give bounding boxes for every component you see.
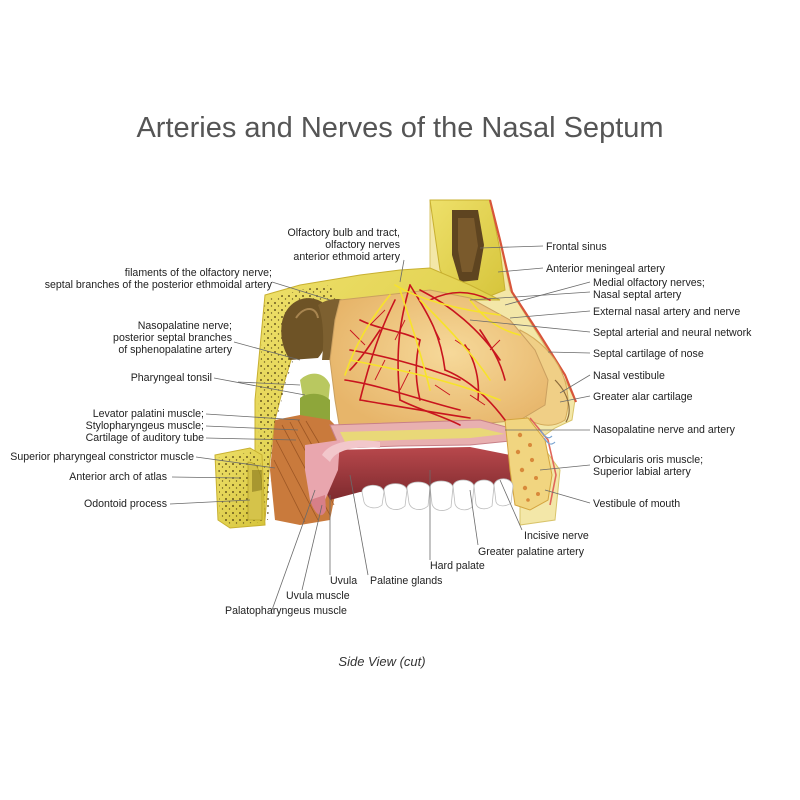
label-nasopalatine-right: Nasopalatine nerve and artery	[593, 424, 736, 436]
label-nasal-septal-artery: Nasal septal artery	[593, 289, 682, 301]
upper-lip	[504, 417, 553, 511]
frontal-sinus-inner	[458, 218, 478, 272]
label-nasopalatine-left-3: of sphenopalatine artery	[118, 344, 232, 356]
uvula-shape	[310, 495, 326, 516]
label-septal-branches-posterior: septal branches of the posterior ethmoid…	[45, 279, 273, 291]
anterior-arch	[252, 470, 262, 492]
label-septal-cartilage: Septal cartilage of nose	[593, 348, 704, 360]
nose-skin-edge	[488, 199, 578, 403]
cranial-bone-texture	[258, 285, 340, 520]
labels-right: Frontal sinus Anterior meningeal artery …	[546, 241, 752, 510]
label-medial-olfactory: Medial olfactory nerves;	[593, 277, 705, 289]
label-anterior-ethmoid: anterior ethmoid artery	[293, 251, 400, 263]
label-hard-palate: Hard palate	[430, 560, 485, 572]
label-stylopharyngeus: Stylopharyngeus muscle;	[86, 420, 204, 432]
label-greater-alar: Greater alar cartilage	[593, 391, 693, 403]
label-olfactory-bulb: Olfactory bulb and tract,	[288, 227, 400, 239]
label-olfactory-nerves: olfactory nerves	[325, 239, 400, 251]
palate-bone	[340, 428, 505, 442]
label-anterior-meningeal: Anterior meningeal artery	[546, 263, 666, 275]
figure-caption: Side View (cut)	[338, 654, 426, 669]
orbicularis-dots	[515, 432, 540, 502]
label-septal-network: Septal arterial and neural network	[593, 327, 752, 339]
label-filaments: filaments of the olfactory nerve;	[125, 267, 272, 279]
leader-lines	[169, 245, 591, 611]
label-superior-constrictor: Superior pharyngeal constrictor muscle	[10, 451, 194, 463]
labels-left-top: Olfactory bulb and tract, olfactory nerv…	[10, 227, 400, 510]
label-uvula-muscle: Uvula muscle	[286, 590, 350, 602]
lip-outer-red	[529, 417, 557, 506]
nasal-vestibule-fold	[554, 379, 570, 423]
airflow-arrows	[539, 429, 556, 445]
label-nasal-vestibule: Nasal vestibule	[593, 370, 665, 382]
septal-arteries	[344, 284, 506, 426]
label-superior-labial: Superior labial artery	[593, 466, 691, 478]
label-external-nasal: External nasal artery and nerve	[593, 306, 740, 318]
label-nasopalatine-left-1: Nasopalatine nerve;	[138, 320, 232, 332]
label-palatopharyngeus: Palatopharyngeus muscle	[225, 605, 347, 617]
label-pharyngeal-tonsil: Pharyngeal tonsil	[131, 372, 212, 384]
label-levator: Levator palatini muscle;	[93, 408, 204, 420]
label-orbicularis: Orbicularis oris muscle;	[593, 454, 703, 466]
page-title: Arteries and Nerves of the Nasal Septum	[136, 112, 664, 144]
label-nasopalatine-left-2: posterior septal branches	[113, 332, 232, 344]
label-vestibule-mouth: Vestibule of mouth	[593, 498, 680, 510]
label-uvula: Uvula	[330, 575, 357, 587]
labels-bottom: Palatopharyngeus muscle Uvula muscle Uvu…	[225, 530, 589, 617]
teeth	[361, 478, 514, 511]
label-greater-palatine: Greater palatine artery	[478, 546, 585, 558]
label-incisive-nerve: Incisive nerve	[524, 530, 589, 542]
label-auditory-tube: Cartilage of auditory tube	[86, 432, 204, 444]
label-palatine-glands: Palatine glands	[370, 575, 442, 587]
label-odontoid: Odontoid process	[84, 498, 167, 510]
sinus-highlight	[295, 308, 319, 319]
label-anterior-arch: Anterior arch of atlas	[69, 471, 167, 483]
label-frontal-sinus: Frontal sinus	[546, 241, 607, 253]
palatine-glands	[322, 440, 380, 462]
septal-nerves	[344, 284, 521, 401]
